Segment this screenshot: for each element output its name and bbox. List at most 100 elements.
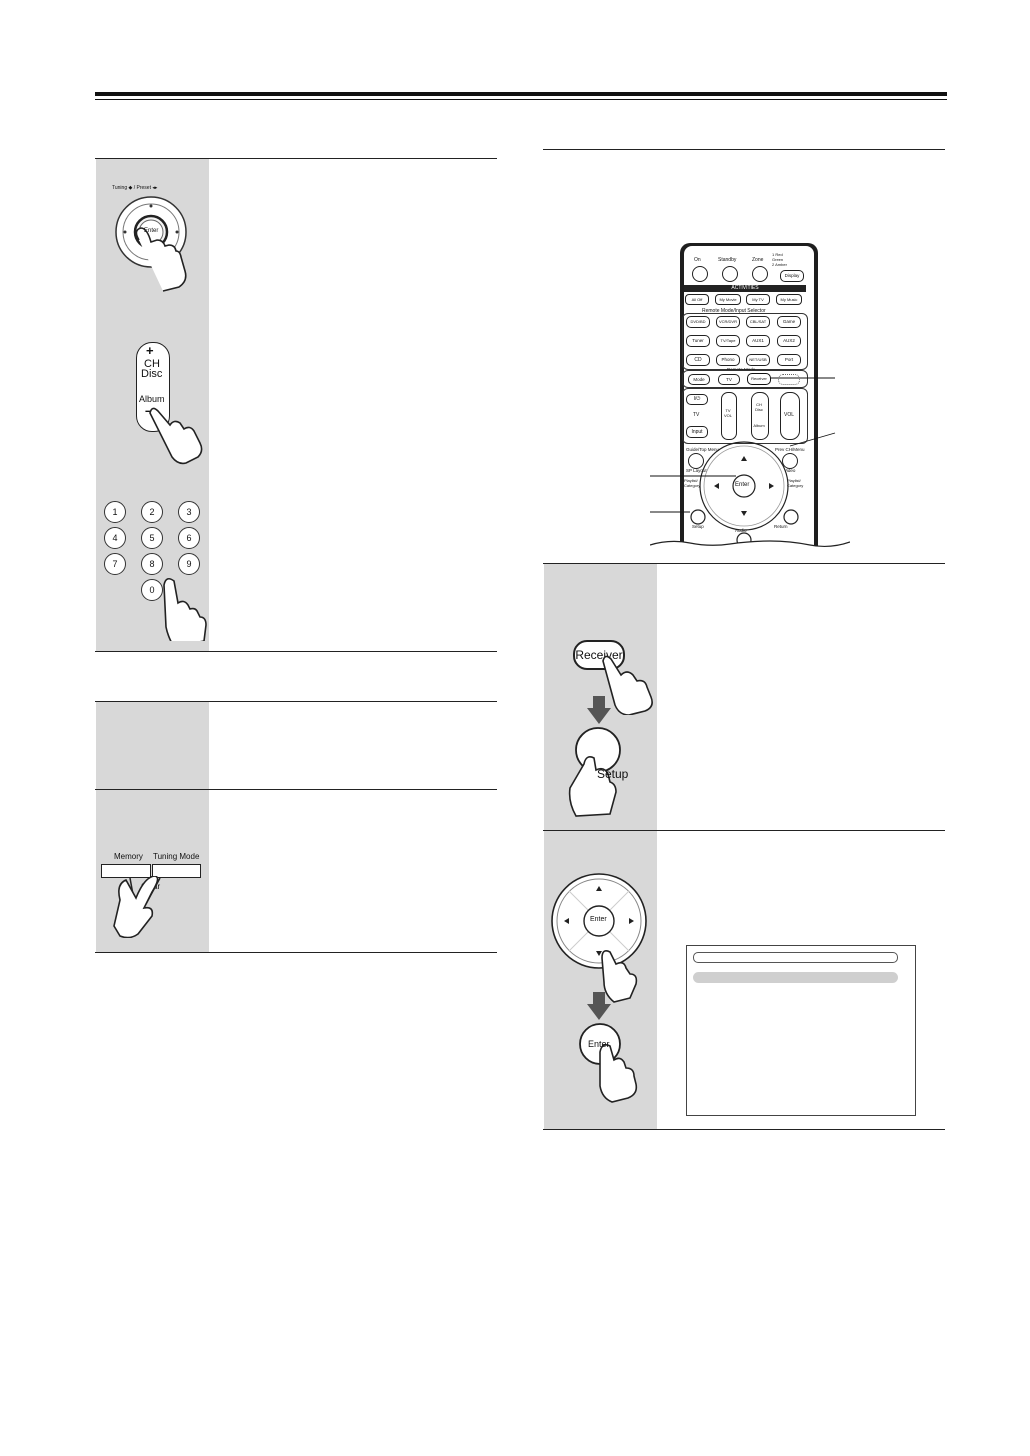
front-dial-illustration [115,196,187,292]
tv-label: TV [693,412,700,418]
remote-mode-button: TV [718,374,740,385]
playlist-left-label: Playlist/ Category [684,478,701,488]
input-button: DVD/BD [686,316,710,328]
remote-zone-label: Zone [752,257,764,263]
onscreen-menu-highlight-row [693,972,898,983]
ch-disc-album-button [136,342,170,432]
left-box3-bottom-rule [95,952,497,953]
playlist-right-label: Playlist/ Category [787,478,804,488]
remote-standby-button [722,266,738,282]
onscreen-menu-frame [686,945,916,1116]
callout-lines [650,377,836,513]
remote-mode-header: Remote Mode [727,367,756,372]
input-button: Game [777,316,801,328]
activity-button: My TV [746,294,770,305]
keypad-key: 3 [178,501,200,523]
ch-disc-rocker [751,392,769,440]
remote-receiver-button: Receiver [747,373,771,385]
finger-receiver-illustration [602,655,653,715]
keypad-key: 6 [178,527,200,549]
video-label: Video [784,468,796,473]
header-rule [95,92,947,96]
remote-enter-label: Enter [735,482,750,488]
input-button: TV/Tape [716,335,740,347]
ch-album-label: Album [753,423,765,428]
zone-legend-1: 1 Red [772,252,783,257]
tv-input-button: Input [686,426,708,438]
sp-layout-label: SP Layout [686,468,707,473]
memory-button [101,864,151,878]
remote-standby-label: Standby [718,257,737,263]
remote-on-label: On [694,257,701,263]
activity-button: My Music [776,294,802,305]
left-box2-panel [96,702,209,789]
keypad-key: 7 [104,553,126,575]
activity-button: All Off [685,294,709,305]
step2-dial-center-label: Enter [590,916,607,923]
tuning-mode-label: Tuning Mode [153,852,200,861]
tuning-mode-button [152,864,201,878]
input-button: CD [686,354,710,366]
keypad-key: 4 [104,527,126,549]
keypad-key: 9 [178,553,200,575]
guide-button [688,453,704,469]
step2-dpad-illustration [551,873,647,1003]
step2-enter-illustration [579,1023,638,1103]
remote-input-header: Remote Mode/Input Selector [702,308,766,314]
tv-vol-rocker [721,392,737,440]
keypad-key: 0 [141,579,163,601]
activity-button: My Movie [715,294,741,305]
left-box2-top-rule [95,701,497,702]
finger-ch-illustration [149,407,203,465]
step1-bottom-rule [543,830,945,831]
down-arrow-1 [587,696,611,724]
dial-caption: Tuning ◆ / Preset ◂▸ [112,185,158,191]
remote-audio-label: Audio [735,528,747,533]
remote-on-button [692,266,708,282]
left-box2-divider [95,789,497,790]
tv-power-button: I/⏻ [686,394,708,405]
remote-return-label: Return [774,524,788,529]
memory-label: Memory [114,852,143,861]
input-selector-group [682,313,808,370]
keypad-key: 8 [141,553,163,575]
ch-minus: – [145,402,153,418]
ch-disc-label: CH Disc [755,402,763,412]
remote-zone-button [752,266,768,282]
remote-mode-blank-button [778,374,800,385]
step1-top-rule [543,563,945,564]
keypad-key: 1 [104,501,126,523]
volume-group [682,388,808,444]
header-rule-thin [95,99,947,100]
setup-button-label: Setup [597,767,629,781]
vol-label: VOL [783,412,794,418]
input-button: Port [777,354,801,366]
guide-label: Guide/Top Menu [686,447,720,452]
ch-plus: + [146,343,154,358]
step2-bottom-rule [543,1129,945,1130]
input-button: CBL/SAT [746,316,770,328]
remote-torn-edge [650,540,850,560]
dial-center-label: Enter [144,228,159,234]
album-label: Album [139,394,165,404]
remote-display-button: Display [780,270,804,282]
remote-mode-button: Mode [688,374,710,385]
remote-setup-label: Setup [692,524,704,529]
prev-ch-button [782,453,798,469]
two-finger-press-illustration [113,876,161,938]
remote-dpad [690,441,799,548]
input-button: VCR/DVR [716,316,740,328]
step2-enter-button-label: Enter [588,1039,610,1049]
tv-vol-label: TV VOL [723,408,732,418]
input-button: AUX1 [746,335,770,347]
input-button: Phono [716,354,740,366]
ch-label: CH [144,358,160,370]
input-button: Tuner [686,335,710,347]
right-top-rule [543,149,945,150]
left-section-end-rule [95,651,497,652]
finger-keypad-illustration [163,577,207,641]
vol-rocker [780,392,800,440]
down-arrow-2 [587,992,611,1020]
remote-mode-group [682,370,808,388]
activities-header: ACTIVITIES [684,285,806,292]
